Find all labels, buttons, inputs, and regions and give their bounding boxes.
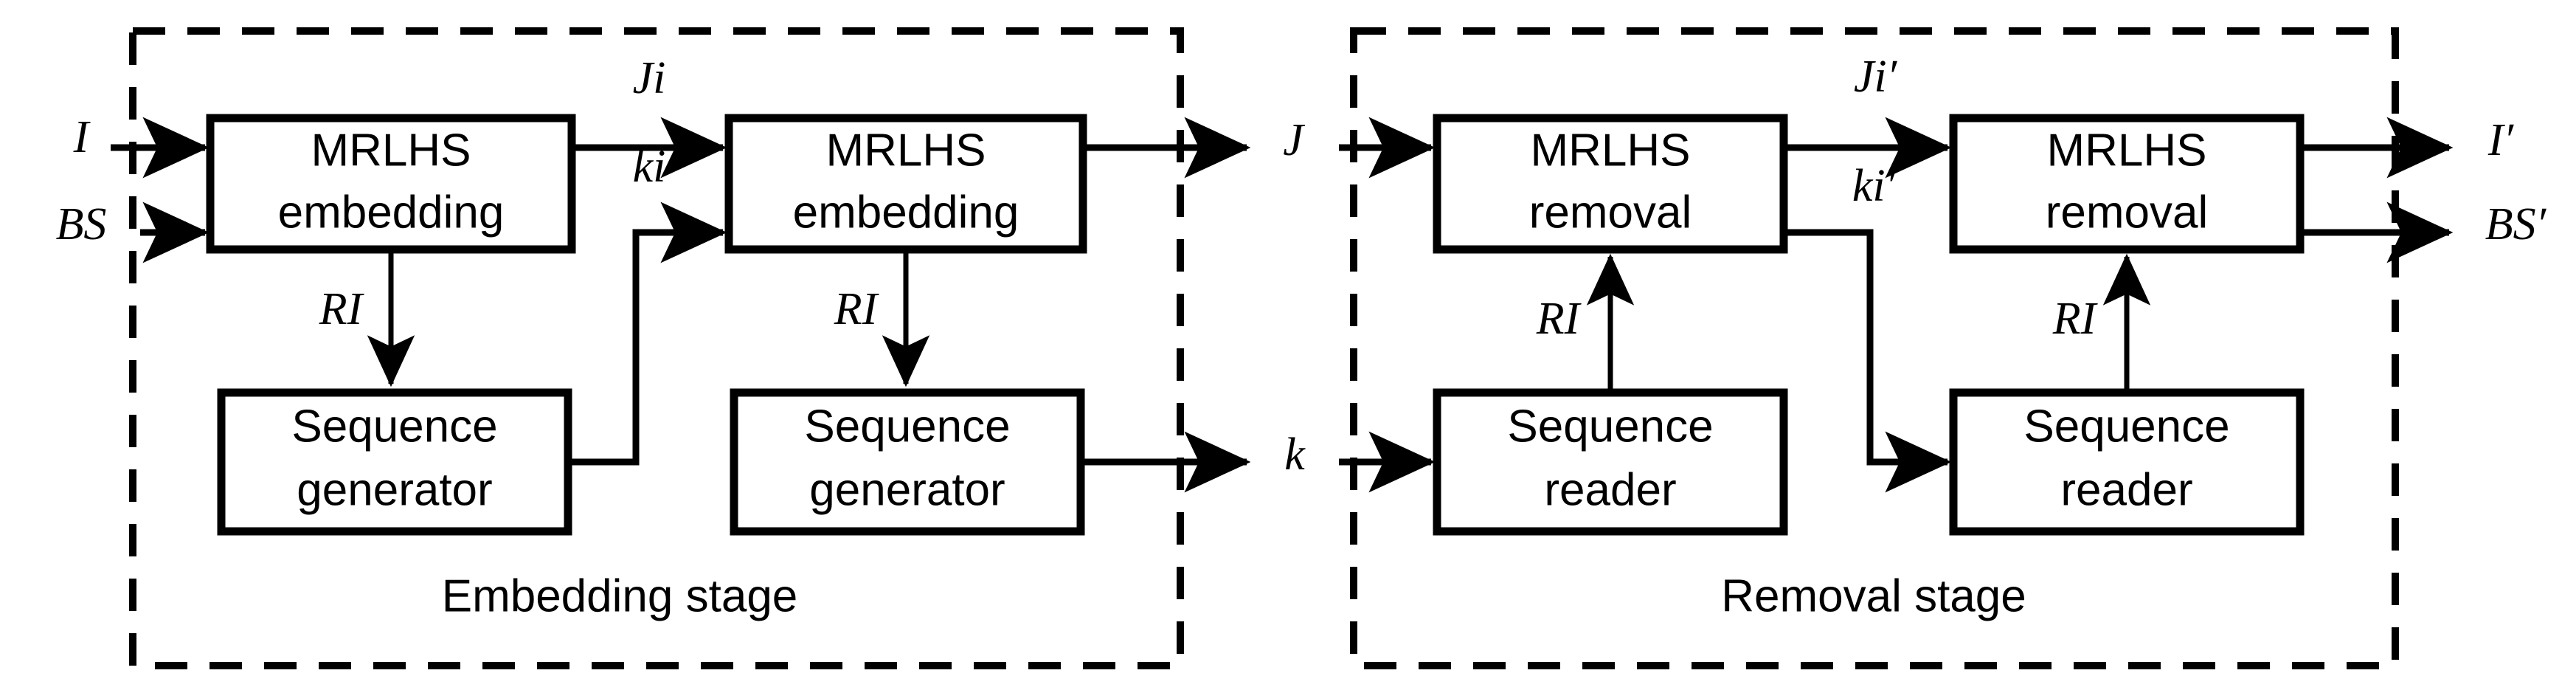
- block-mrlhs-embedding-1: MRLHS embedding: [206, 114, 576, 254]
- block-line1: Sequence: [291, 401, 497, 452]
- label-input-bitstream: BS: [56, 199, 107, 249]
- block-mrlhs-removal-1: MRLHS removal: [1433, 114, 1788, 254]
- label-ri-right-embedding: RI: [834, 284, 880, 334]
- block-line2: removal: [2046, 187, 2209, 238]
- label-ri-right-removal: RI: [2052, 294, 2099, 344]
- block-mrlhs-embedding-2: MRLHS embedding: [724, 114, 1087, 254]
- block-line2: reader: [1544, 464, 1676, 515]
- label-ji: Ji: [633, 53, 666, 103]
- embedding-stage-caption: Embedding stage: [442, 570, 798, 621]
- block-line1: MRLHS: [2046, 125, 2206, 176]
- block-line2: embedding: [278, 187, 505, 238]
- block-sequence-generator-2: Sequence generator: [730, 388, 1085, 536]
- block-line1: MRLHS: [311, 125, 471, 176]
- block-sequence-generator-1: Sequence generator: [217, 388, 572, 536]
- block-line2: generator: [809, 464, 1005, 515]
- block-line1: MRLHS: [825, 125, 986, 176]
- label-ri-left-removal: RI: [1536, 294, 1582, 344]
- block-line2: embedding: [793, 187, 1019, 238]
- label-kiprime: ki′: [1852, 161, 1897, 211]
- label-output-image: I′: [2487, 115, 2515, 165]
- label-ki: ki: [633, 142, 666, 192]
- block-line1: Sequence: [2023, 401, 2229, 452]
- removal-stage-panel: [1350, 27, 2399, 669]
- block-sequence-reader-1: Sequence reader: [1433, 388, 1788, 536]
- label-jiprime: Ji′: [1854, 52, 1898, 102]
- removal-stage-caption: Removal stage: [1721, 570, 2026, 621]
- label-output-bitstream: BS′: [2485, 199, 2547, 249]
- arrow-kiprime-removal1-to-reader2: [1784, 229, 1952, 493]
- block-mrlhs-removal-2: MRLHS removal: [1949, 114, 2305, 254]
- block-line1: MRLHS: [1530, 125, 1690, 176]
- block-line1: Sequence: [804, 401, 1010, 452]
- label-ri-left-embedding: RI: [319, 284, 365, 334]
- label-bus-key: k: [1284, 429, 1306, 480]
- label-input-image: I: [73, 112, 91, 162]
- arrow-ki-gen1-to-embed2: [568, 201, 727, 466]
- block-line2: generator: [297, 464, 492, 515]
- embedding-stage-panel: [129, 27, 1184, 669]
- label-bus-marked-image: J: [1283, 115, 1305, 165]
- block-sequence-reader-2: Sequence reader: [1949, 388, 2305, 536]
- block-line2: reader: [2060, 464, 2192, 515]
- block-line2: removal: [1529, 187, 1692, 238]
- block-line1: Sequence: [1507, 401, 1713, 452]
